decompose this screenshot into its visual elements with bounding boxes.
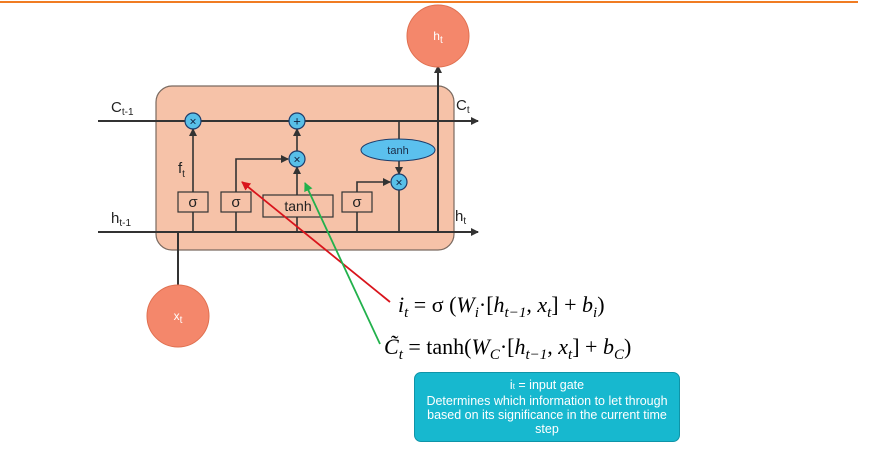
input-gate-equation: it = σ (Wi·[ht−1, xt] + bi) (398, 292, 605, 321)
c-prev-label: Ct-1 (111, 99, 134, 118)
green-callout-arrow (304, 182, 381, 345)
input-gate-line (235, 155, 289, 192)
tanh-ellipse-label: tanh (387, 145, 408, 157)
tanh-ellipse (360, 138, 436, 162)
h-output-node-label: ht (433, 29, 443, 46)
sigma-gate-1-label: σ (188, 194, 198, 211)
h-next-label: ht (455, 208, 466, 227)
input-gate-info-box: it = input gate Determines which informa… (414, 372, 680, 442)
output-gate-line (356, 178, 391, 192)
sigma-gate-2-label: σ (231, 194, 241, 211)
h-prev-label: ht-1 (111, 210, 131, 229)
add-op (288, 112, 306, 130)
tanh-gate-box (262, 194, 334, 218)
sigma-gate-3-label: σ (352, 194, 362, 211)
tanh-gate-box-label: tanh (284, 198, 311, 214)
x-input-node (146, 284, 210, 348)
output-multiply-op (390, 173, 408, 191)
forget-multiply-icon: × (189, 115, 196, 129)
sigma-gate-3 (341, 191, 373, 213)
sigma-gate-2 (220, 191, 252, 213)
candidate-equation: C̃t = tanh(WC·[ht−1, xt] + bC) (384, 334, 631, 363)
input-multiply-icon: × (293, 153, 300, 167)
input-multiply-op (288, 150, 306, 168)
info-box-title: it = input gate (509, 378, 585, 392)
sigma-gate-1 (177, 191, 209, 213)
lstm-cell-body (155, 85, 455, 251)
f-gate-label: ft (178, 160, 185, 180)
x-input-node-label: xt (174, 309, 183, 326)
forget-multiply-op (184, 112, 202, 130)
h-output-node (406, 4, 470, 68)
info-box-body: Determines which information to let thro… (426, 394, 668, 436)
add-icon: + (293, 114, 301, 129)
red-callout-arrow (241, 181, 391, 303)
output-multiply-icon: × (395, 176, 402, 190)
c-next-label: Ct (456, 97, 470, 116)
